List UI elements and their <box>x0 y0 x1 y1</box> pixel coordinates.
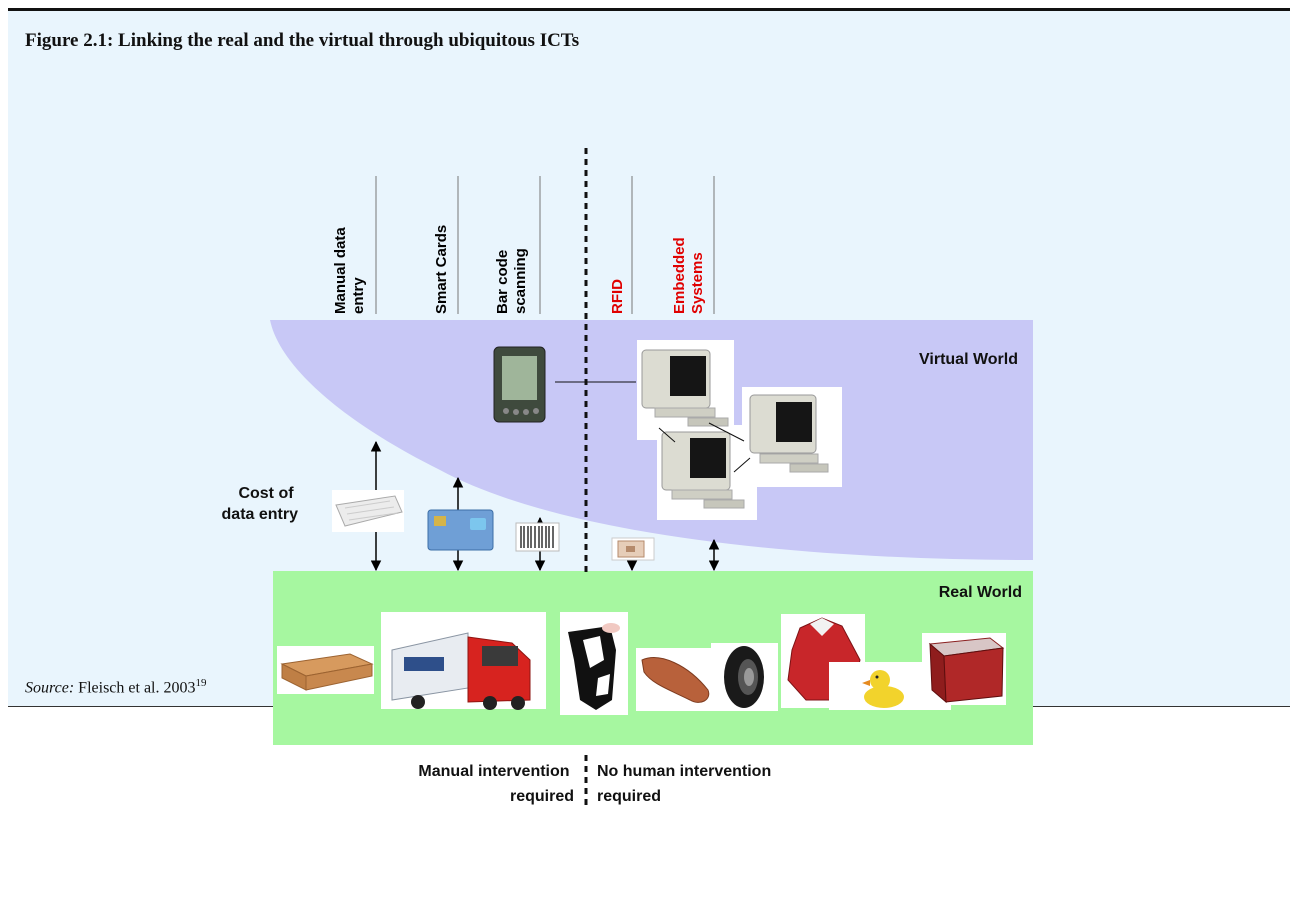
smart-card-icon <box>427 509 494 551</box>
manual-intervention-label: Manual intervention required <box>418 763 574 805</box>
tech-label-manual-data-entry: Manual data entry <box>332 223 367 314</box>
pallet-icon <box>277 646 374 694</box>
tech-label-bar-code-scanning: Bar code scanning <box>494 246 529 314</box>
truck-icon <box>381 612 546 710</box>
virtual-world-label: Virtual World <box>919 351 1018 368</box>
source-footnote-ref: 19 <box>195 677 207 689</box>
figure-source: Source: Fleisch et al. 200319 <box>25 677 206 697</box>
figure-title: Figure 2.1: Linking the real and the vir… <box>25 30 580 51</box>
source-text: Fleisch et al. 2003 <box>74 679 196 697</box>
computer-network-icon <box>637 340 842 520</box>
ham-icon <box>636 648 714 711</box>
tech-label-embedded-systems: Embedded Systems <box>671 233 706 314</box>
no-human-intervention-label: No human intervention required <box>597 763 776 805</box>
tire-icon <box>711 643 778 711</box>
technology-separators <box>375 176 715 314</box>
barcode-icon <box>515 522 560 552</box>
pda-icon <box>493 346 546 423</box>
cow-icon <box>560 612 628 715</box>
keyboard-icon <box>332 490 404 532</box>
real-world-label: Real World <box>939 584 1022 601</box>
tech-label-smart-cards: Smart Cards <box>433 225 450 314</box>
tech-label-rfid: RFID <box>609 279 626 314</box>
cost-of-data-entry-label: Cost of data entry <box>222 485 299 523</box>
crate-icon <box>922 633 1006 705</box>
rfid-tag-icon <box>611 537 655 561</box>
source-label: Source: <box>25 679 75 697</box>
